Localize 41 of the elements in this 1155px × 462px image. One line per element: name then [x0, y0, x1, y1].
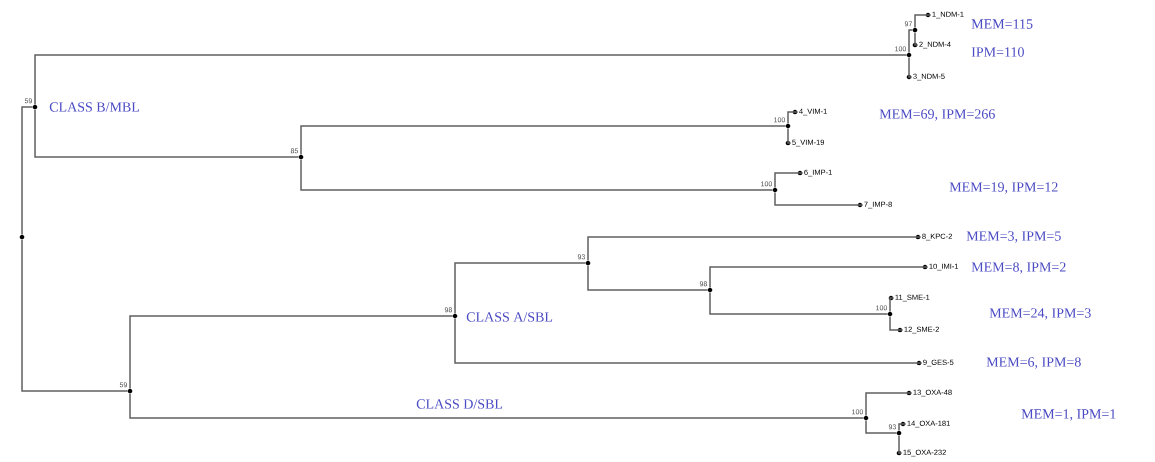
tree-branch	[34, 108, 300, 158]
resistance-value: MEM=1, IPM=1	[1021, 409, 1116, 421]
tree-branch	[129, 315, 454, 390]
tree-branch	[774, 191, 864, 206]
resistance-value: MEM=19, IPM=12	[949, 182, 1058, 194]
tree-branch	[787, 111, 799, 125]
class-label: CLASS A/SBL	[466, 312, 553, 322]
tree-branch	[300, 125, 787, 156]
tree-branch	[300, 158, 774, 191]
tree-branch	[889, 297, 895, 313]
branch-node	[19, 234, 25, 240]
resistance-value: MEM=3, IPM=5	[966, 231, 1061, 243]
tree-branch	[889, 315, 904, 331]
resistance-value: MEM=115	[971, 19, 1033, 29]
tree-branch	[34, 54, 908, 106]
tree-branch	[787, 127, 792, 144]
resistance-value: MEM=8, IPM=2	[971, 262, 1066, 274]
tree-branch	[709, 266, 929, 289]
resistance-value: MEM=69, IPM=266	[879, 109, 995, 121]
tree-branch	[865, 419, 898, 434]
tree-branch	[454, 262, 587, 315]
tree-branch	[914, 31, 919, 46]
tree-branch	[908, 56, 913, 78]
tree-branch	[865, 392, 913, 417]
tree-branch	[908, 29, 914, 54]
tree-branch	[914, 14, 932, 29]
tree-branch	[774, 172, 804, 189]
tree-branch	[709, 291, 889, 315]
tree-branch	[898, 423, 907, 432]
tree-branch	[587, 264, 709, 291]
class-label: CLASS D/SBL	[416, 399, 503, 409]
tree-branch	[21, 238, 129, 392]
tree-branch	[587, 236, 922, 262]
tree-branch	[898, 434, 903, 454]
tree-branch	[454, 317, 923, 364]
tree-branch	[21, 106, 34, 236]
tree-branch	[129, 392, 865, 419]
resistance-value: IPM=110	[971, 47, 1024, 57]
class-label: CLASS B/MBL	[49, 102, 139, 112]
resistance-value: MEM=24, IPM=3	[989, 308, 1091, 320]
resistance-value: MEM=6, IPM=8	[986, 357, 1081, 369]
